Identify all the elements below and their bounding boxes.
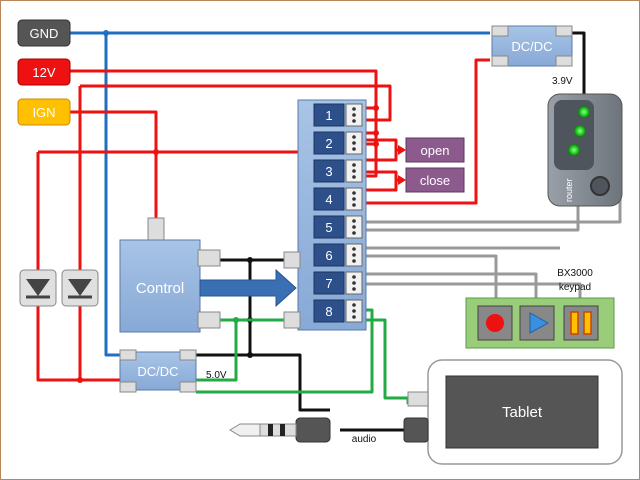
relay-8: 8 xyxy=(313,299,363,323)
relay-number: 4 xyxy=(325,192,332,207)
ign-wire xyxy=(70,110,158,220)
dcdc-bottom-label: DC/DC xyxy=(137,364,178,379)
record-icon xyxy=(486,314,504,332)
dcdc-top: DC/DC xyxy=(491,25,573,67)
router-led-2 xyxy=(574,125,586,137)
router-led-1 xyxy=(578,106,590,118)
keypad-record-button[interactable] xyxy=(477,305,513,341)
relay-number: 1 xyxy=(325,108,332,123)
input-12v: 12V xyxy=(17,58,71,86)
dcdc-top-label: DC/DC xyxy=(511,39,552,54)
open-button-box: open xyxy=(405,137,465,163)
keypad-pause-button[interactable] xyxy=(563,305,599,341)
keypad-play-button[interactable] xyxy=(519,305,555,341)
close-label: close xyxy=(420,173,450,188)
relay-7: 7 xyxy=(313,271,363,295)
relay-number: 2 xyxy=(325,136,332,151)
relay-2: 2 xyxy=(313,131,363,155)
relay-5: 5 xyxy=(313,215,363,239)
relay-3: 3 xyxy=(313,159,363,183)
router-led-3 xyxy=(568,144,580,156)
relay-number: 6 xyxy=(325,248,332,263)
control-label: Control xyxy=(136,280,184,297)
gnd-wire-drop xyxy=(104,33,120,357)
control-unit: Control xyxy=(119,217,221,333)
diode-right xyxy=(61,269,99,307)
play-icon xyxy=(529,312,550,334)
relay-number: 3 xyxy=(325,164,332,179)
ign-label: IGN xyxy=(32,105,55,120)
diode-left xyxy=(19,269,57,307)
router: router xyxy=(547,93,623,207)
relay-number: 7 xyxy=(325,276,332,291)
input-ign: IGN xyxy=(17,98,71,126)
audio-label: audio xyxy=(352,434,377,445)
tablet: Tablet xyxy=(403,359,623,465)
relay-1: 1 xyxy=(313,103,363,127)
input-gnd: GND xyxy=(17,19,71,47)
router-label: router xyxy=(564,178,574,202)
v12-left-drop xyxy=(78,86,120,382)
v12-label: 12V xyxy=(32,65,55,80)
open-label: open xyxy=(421,143,450,158)
close-button-box: close xyxy=(405,167,465,193)
relay-number: 8 xyxy=(325,304,332,319)
relay-board: 1 2 3 4 5 6 7 8 xyxy=(283,99,367,331)
relay-6: 6 xyxy=(313,243,363,267)
keypad xyxy=(465,297,615,349)
keypad-label-line2: keypad xyxy=(559,282,591,293)
v12-wire xyxy=(70,69,378,108)
keypad-label-line1: BX3000 xyxy=(557,268,593,279)
diode-left-drop xyxy=(36,152,80,382)
voltage-top: 3.9V xyxy=(552,76,573,87)
control-to-relay-arrow xyxy=(199,268,297,308)
gnd-label: GND xyxy=(30,26,59,41)
relay-4: 4 xyxy=(313,187,363,211)
relay-number: 5 xyxy=(325,220,332,235)
voltage-bottom: 5.0V xyxy=(206,370,227,381)
pause-icon xyxy=(570,311,579,335)
audio-cable xyxy=(229,417,331,443)
tablet-label: Tablet xyxy=(502,404,543,421)
dcdc-bottom: DC/DC xyxy=(119,349,197,393)
